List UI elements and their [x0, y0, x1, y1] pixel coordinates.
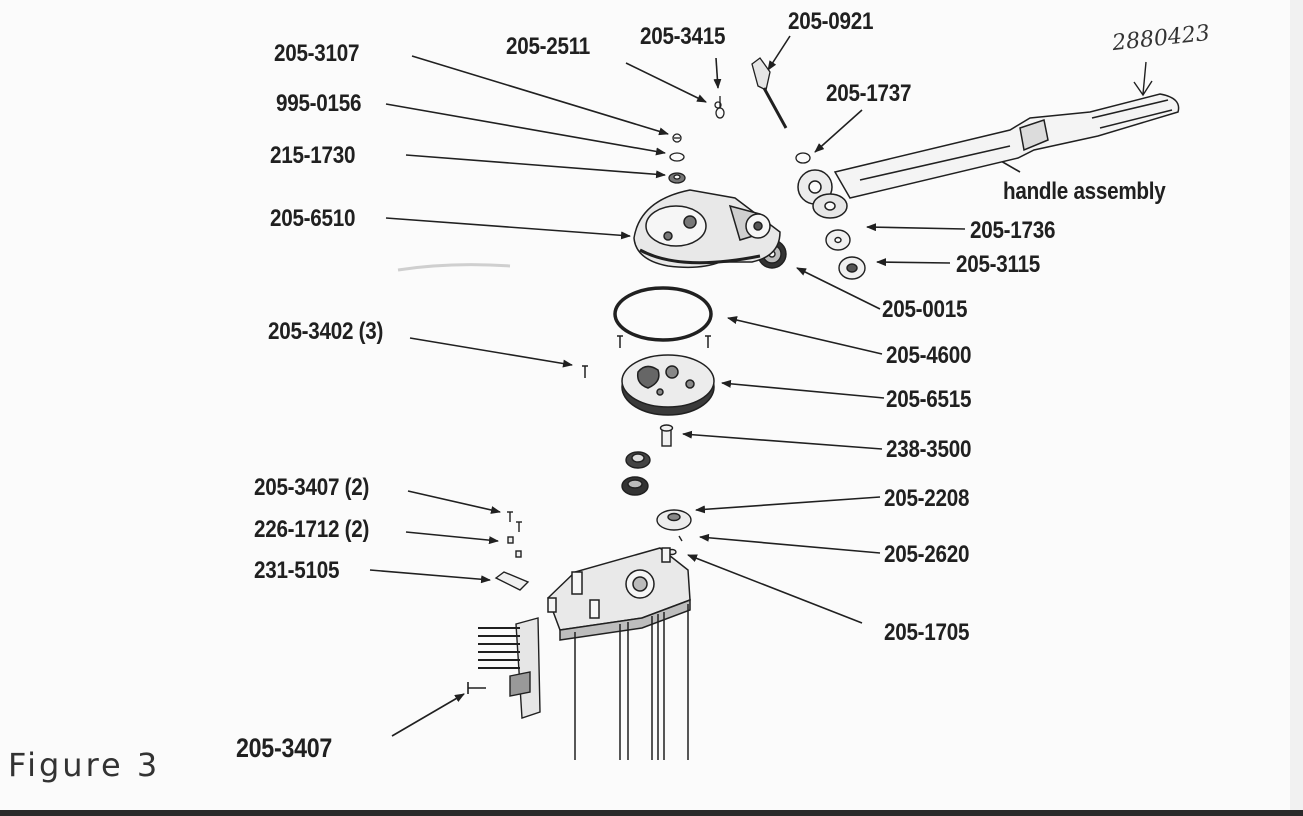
- label-205-2511: 205-2511: [506, 33, 591, 60]
- pin-right: [705, 335, 711, 348]
- washer-205-2208: [656, 509, 692, 531]
- nut-215-1730: [668, 172, 686, 184]
- bearing-lower: [621, 476, 649, 496]
- label-205-2208: 205-2208: [884, 485, 970, 512]
- leader-205-2620: [699, 533, 881, 554]
- lever-205-0921: [751, 57, 788, 129]
- top-casting-205-6510: [633, 189, 781, 269]
- leader-215-1730: [405, 154, 666, 179]
- handle-assembly-drawing: [797, 93, 1180, 219]
- label-handle-assembly: handle assembly: [1003, 178, 1166, 205]
- screw-205-3407: [467, 682, 486, 694]
- label-205-0015: 205-0015: [882, 296, 968, 323]
- label-995-0156: 995-0156: [276, 90, 362, 117]
- label-205-6510: 205-6510: [270, 205, 356, 232]
- washer-995-0156: [669, 152, 685, 162]
- oring-205-4600: [613, 286, 713, 342]
- label-205-3415: 205-3415: [640, 23, 726, 50]
- handwritten-arrow: [1133, 61, 1153, 97]
- label-205-0921: 205-0921: [788, 8, 874, 35]
- leader-205-4600: [727, 316, 883, 355]
- leader-205-1737: [814, 109, 863, 153]
- label-205-1705: 205-1705: [884, 619, 970, 646]
- bracket-assembly: [478, 617, 541, 719]
- plate-205-6515: [621, 354, 715, 416]
- plate-231-5105: [494, 571, 530, 591]
- screws-205-3407-2: [507, 511, 522, 532]
- leader-205-1705: [687, 554, 863, 624]
- bolt-238-3500: [659, 424, 674, 447]
- label-205-3407-2: 205-3407 (2): [254, 474, 370, 501]
- leader-205-2511: [625, 62, 707, 103]
- leader-995-0156: [385, 103, 666, 156]
- leader-205-6515: [721, 379, 885, 399]
- leader-205-3402: [409, 337, 573, 368]
- leader-205-2208: [695, 496, 881, 514]
- label-205-2620: 205-2620: [884, 541, 970, 568]
- pin-205-2620: [678, 535, 683, 542]
- label-205-3407: 205-3407: [236, 733, 333, 763]
- spacers-226-1712: [507, 536, 522, 558]
- leader-205-0015: [796, 267, 881, 310]
- pin-205-3402: [582, 365, 588, 378]
- leader-205-3415: [713, 57, 722, 89]
- label-205-3115: 205-3115: [956, 251, 1041, 278]
- label-238-3500: 238-3500: [886, 436, 972, 463]
- leader-238-3500: [682, 430, 883, 450]
- screw-205-3107: [672, 133, 682, 143]
- leader-205-3107: [411, 55, 669, 136]
- label-205-1737: 205-1737: [826, 80, 912, 107]
- label-226-1712: 226-1712 (2): [254, 516, 370, 543]
- washer-205-1737: [795, 152, 811, 164]
- figure-caption: Figure 3: [8, 746, 161, 784]
- gear-205-3115: [838, 256, 866, 280]
- leader-205-6510: [385, 217, 631, 240]
- pin-left: [617, 335, 623, 348]
- leader-205-3115: [876, 258, 951, 267]
- label-231-5105: 231-5105: [254, 557, 340, 584]
- label-205-1736: 205-1736: [970, 217, 1056, 244]
- main-housing: [547, 547, 691, 760]
- bearing-upper: [625, 451, 651, 469]
- leader-205-0921: [767, 35, 791, 71]
- label-205-3402: 205-3402 (3): [268, 318, 384, 345]
- label-215-1730: 215-1730: [270, 142, 356, 169]
- leader-226-1712: [405, 531, 499, 545]
- label-205-4600: 205-4600: [886, 342, 972, 369]
- washer-205-1736: [825, 229, 851, 251]
- leader-205-1736: [866, 223, 966, 232]
- leader-205-3407: [391, 693, 465, 737]
- leader-205-3407-2: [407, 490, 501, 514]
- leader-231-5105: [369, 569, 491, 584]
- label-205-3107: 205-3107: [274, 40, 360, 67]
- screw-205-3415: [715, 96, 725, 119]
- label-205-6515: 205-6515: [886, 386, 972, 413]
